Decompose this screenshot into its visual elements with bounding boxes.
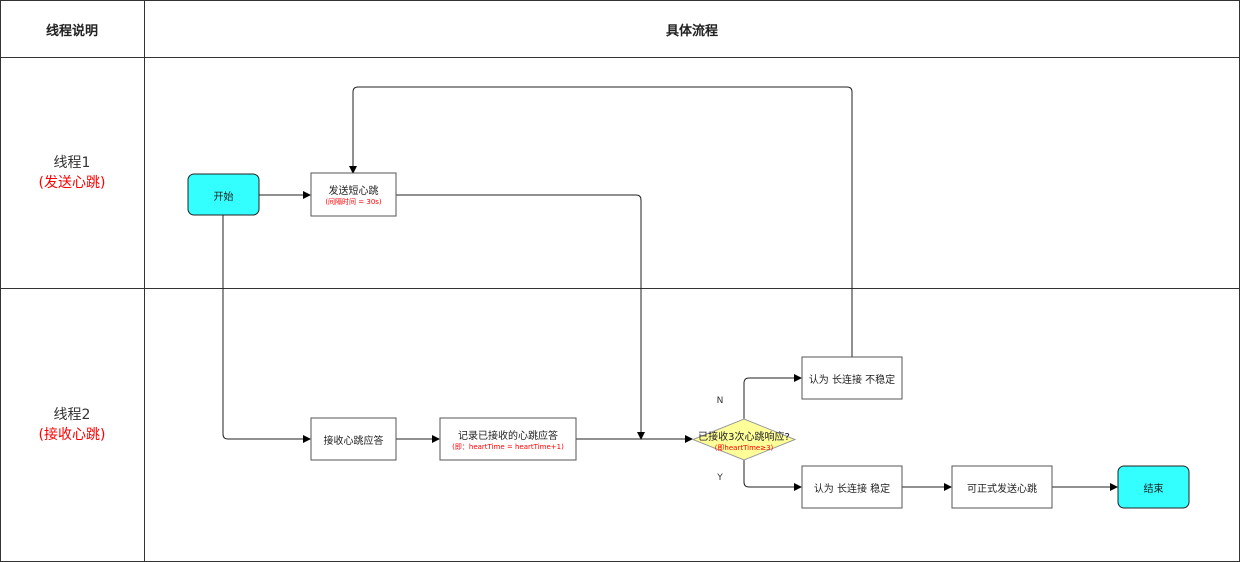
recv-node: [310, 417, 397, 461]
decision-label: 已接收3次心跳响应?: [698, 432, 790, 443]
start-label: 开始: [213, 192, 234, 203]
unstable-node: [801, 356, 903, 400]
stable-node: [801, 465, 903, 509]
connectors: [222, 86, 1118, 491]
edge-decision-no: [743, 374, 802, 419]
stable-label: 认为 长连接 稳定: [813, 484, 891, 495]
lane-1-name: 线程1: [53, 155, 91, 171]
send-node: [310, 172, 397, 217]
record-label: 记录已接收的心跳应答: [458, 431, 558, 442]
decision-note: (即heartTime≥3): [714, 444, 774, 452]
recv-label: 接收心跳应答: [323, 436, 384, 447]
send-note: (间隔时间 = 30s): [325, 198, 382, 206]
lane-2-subtitle: (接收心跳): [38, 427, 106, 443]
header-thread-description: 线程说明: [45, 24, 98, 39]
lane-2-name: 线程2: [53, 407, 91, 423]
record-note: (即：heartTime = heartTime+1): [452, 443, 564, 451]
formal-node: [951, 465, 1053, 509]
end-node: [1117, 465, 1190, 509]
lane-1-subtitle: (发送心跳): [38, 175, 106, 191]
formal-label: 可正式发送心跳: [967, 484, 1037, 495]
record-node: [439, 417, 577, 461]
send-label: 发送短心跳: [328, 186, 379, 197]
start-node: [187, 173, 260, 216]
end-label: 结束: [1143, 484, 1164, 495]
edge-start-to-recv: [222, 215, 311, 443]
edge-label-yes: Y: [717, 473, 723, 483]
decision-node: [691, 418, 797, 461]
edge-send-to-merge: [396, 194, 645, 440]
unstable-label: 认为 长连接 不稳定: [808, 375, 896, 386]
edge-unstable-loop: [349, 86, 853, 357]
header-flow: 具体流程: [665, 24, 718, 39]
edge-label-no: N: [716, 396, 724, 406]
edge-decision-yes: [743, 460, 802, 491]
